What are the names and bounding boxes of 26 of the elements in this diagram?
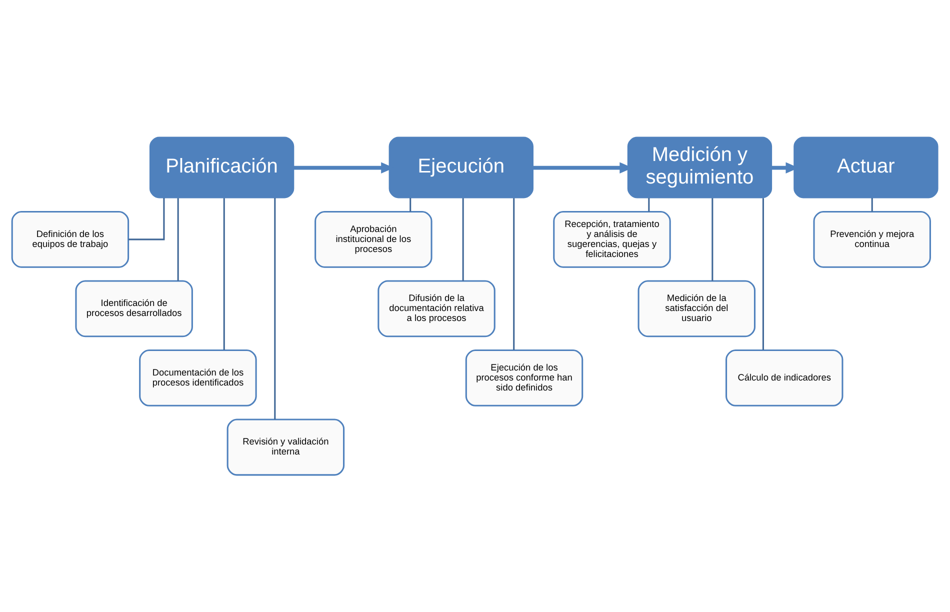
connector [274,198,276,420]
connector [177,198,179,281]
node-box: Aprobación institucional de los procesos [314,210,432,268]
node-box: Prevención y mejora continua [813,210,931,268]
node-box: Cálculo de indicadores [726,349,844,406]
connector [513,198,515,350]
node-box: Definición de los equipos de trabajo [11,210,130,268]
node-box: Medición y seguimiento [627,136,772,198]
connector [128,198,165,240]
connector [223,198,225,350]
node-box: Revisión y validación interna [226,418,345,476]
connector [462,198,464,281]
node-box: Identificación de procesos desarrollados [75,280,193,338]
node-box: Difusión de la documentación relativa a los procesos [378,280,496,338]
node-box: Actuar [794,136,938,198]
node-box: Ejecución de los procesos conforme han sido definidos [465,349,584,406]
node-box: Medición de la satisfacción del usuario [638,280,756,338]
connector [871,198,873,212]
node-box: Ejecución [388,136,534,198]
node-box: Planificación [149,136,294,198]
connector [648,198,650,212]
connector [712,198,714,281]
connector [762,198,764,350]
connector [410,198,412,212]
node-box: Documentación de los procesos identificados [139,349,257,406]
node-box: Recepción, tratamiento y análisis de sugerencias, quejas y felicitaciones [553,210,671,268]
